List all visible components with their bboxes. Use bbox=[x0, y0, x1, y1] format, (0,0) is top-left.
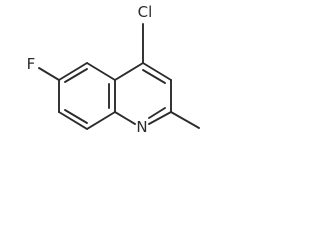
bond-c3-c4 bbox=[142, 62, 172, 81]
bond-c8-c7 bbox=[58, 111, 88, 130]
structure-diagram: Cl F N bbox=[0, 0, 218, 138]
nitrogen-label: N bbox=[136, 118, 147, 136]
bond-c6-c5 bbox=[58, 62, 88, 81]
bond-c8a-n1 bbox=[114, 111, 136, 125]
molecule-svg: Cl F N bbox=[27, 3, 200, 136]
bond-c3-c4-inner bbox=[142, 69, 166, 84]
bonds bbox=[38, 23, 200, 130]
bond-c5-c4a bbox=[86, 62, 116, 81]
bond-c8-c7-inner bbox=[64, 109, 88, 124]
fluorine-label: F bbox=[27, 55, 36, 73]
bond-c6-f bbox=[38, 67, 60, 81]
bond-c4-c4a bbox=[114, 62, 144, 81]
bond-c8a-c8 bbox=[86, 111, 116, 130]
bond-c2-methyl bbox=[170, 111, 200, 129]
chlorine-label: Cl bbox=[138, 3, 153, 21]
bond-c2-n1-inner bbox=[148, 107, 166, 119]
bond-c6-c5-inner bbox=[64, 68, 88, 83]
bond-n1-c2 bbox=[148, 111, 172, 125]
